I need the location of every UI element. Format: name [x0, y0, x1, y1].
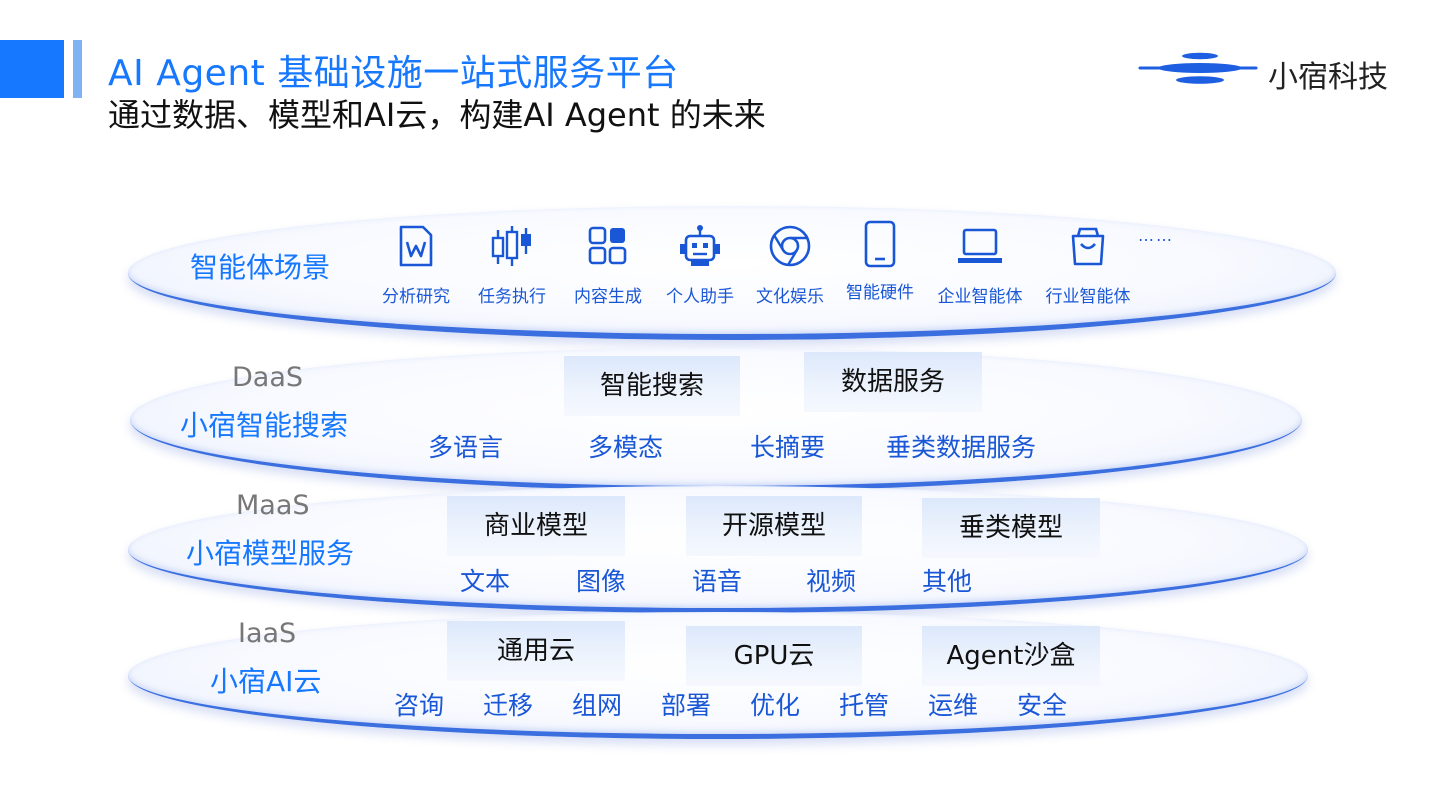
iaas-item: 运维: [928, 691, 979, 720]
scene-item-task[interactable]: 任务执行: [464, 224, 560, 307]
scenes-ellipse: [128, 206, 1336, 340]
laptop-icon: [958, 228, 1002, 263]
daas-item: 垂类数据服务: [886, 433, 1037, 462]
scene-label: 分析研究: [382, 287, 450, 307]
scene-label: 企业智能体: [937, 287, 1023, 307]
iaas-item: 托管: [839, 691, 890, 720]
scene-item-assistant[interactable]: 个人助手: [652, 224, 748, 307]
scene-item-research[interactable]: 分析研究: [368, 224, 464, 307]
maas-item: 其他: [922, 567, 973, 596]
accent-block: [0, 40, 64, 98]
iaas-item: 咨询: [394, 691, 445, 720]
more-dots: ……: [1138, 226, 1174, 245]
daas-tag: DaaS: [232, 362, 304, 393]
maas-box-vertical[interactable]: 垂类模型: [922, 498, 1100, 558]
brand-name: 小宿科技: [1268, 60, 1388, 95]
maas-box-commercial[interactable]: 商业模型: [447, 496, 625, 556]
maas-item: 视频: [806, 567, 857, 596]
iaas-item: 安全: [1017, 691, 1068, 720]
daas-box-search[interactable]: 智能搜索: [564, 356, 740, 416]
chrome-browser-icon: [769, 225, 811, 267]
scene-item-enterprise[interactable]: 企业智能体: [932, 224, 1028, 307]
iaas-item: 迁移: [483, 691, 534, 720]
scenes-label: 智能体场景: [190, 251, 331, 284]
scene-item-hardware[interactable]: 智能硬件: [832, 220, 928, 303]
scene-item-industry[interactable]: 行业智能体: [1040, 224, 1136, 307]
daas-item: 多语言: [428, 433, 504, 462]
scenes-layer: [128, 206, 1336, 340]
iaas-box-sandbox[interactable]: Agent沙盒: [922, 626, 1100, 686]
iaas-box-general[interactable]: 通用云: [447, 621, 625, 681]
daas-item: 多模态: [588, 433, 664, 462]
scene-item-content[interactable]: 内容生成: [560, 224, 656, 307]
accent-bar: [73, 40, 82, 98]
app-grid-icon: [588, 226, 627, 265]
scene-item-entertainment[interactable]: 文化娱乐: [742, 224, 838, 307]
maas-item: 图像: [576, 567, 627, 596]
maas-item: 语音: [692, 567, 743, 596]
iaas-item: 组网: [572, 691, 623, 720]
smartphone-icon: [864, 220, 896, 268]
maas-tag: MaaS: [236, 490, 310, 521]
scene-label: 个人助手: [666, 287, 734, 307]
maas-label: 小宿模型服务: [186, 537, 355, 570]
candlestick-chart-icon: [491, 226, 531, 266]
robot-icon: [680, 225, 720, 266]
iaas-box-gpu[interactable]: GPU云: [686, 626, 862, 686]
daas-label: 小宿智能搜索: [180, 409, 349, 442]
shopping-bag-icon: [1071, 227, 1105, 266]
page-title: AI Agent 基础设施一站式服务平台: [108, 53, 679, 94]
iaas-item: 部署: [661, 691, 712, 720]
iaas-label: 小宿AI云: [210, 665, 322, 698]
word-document-icon: [399, 225, 433, 267]
scene-label: 文化娱乐: [756, 287, 824, 307]
scene-label: 智能硬件: [846, 283, 914, 303]
iaas-tag: IaaS: [238, 618, 297, 649]
scene-label: 行业智能体: [1045, 287, 1131, 307]
brand-logo-icon: [1138, 52, 1258, 84]
maas-item: 文本: [460, 567, 511, 596]
maas-box-opensource[interactable]: 开源模型: [686, 496, 862, 556]
iaas-item: 优化: [750, 691, 801, 720]
scene-label: 内容生成: [574, 287, 642, 307]
daas-box-data[interactable]: 数据服务: [804, 352, 982, 412]
scene-label: 任务执行: [478, 287, 546, 307]
daas-item: 长摘要: [750, 433, 826, 462]
page-subtitle: 通过数据、模型和AI云，构建AI Agent 的未来: [108, 96, 766, 134]
